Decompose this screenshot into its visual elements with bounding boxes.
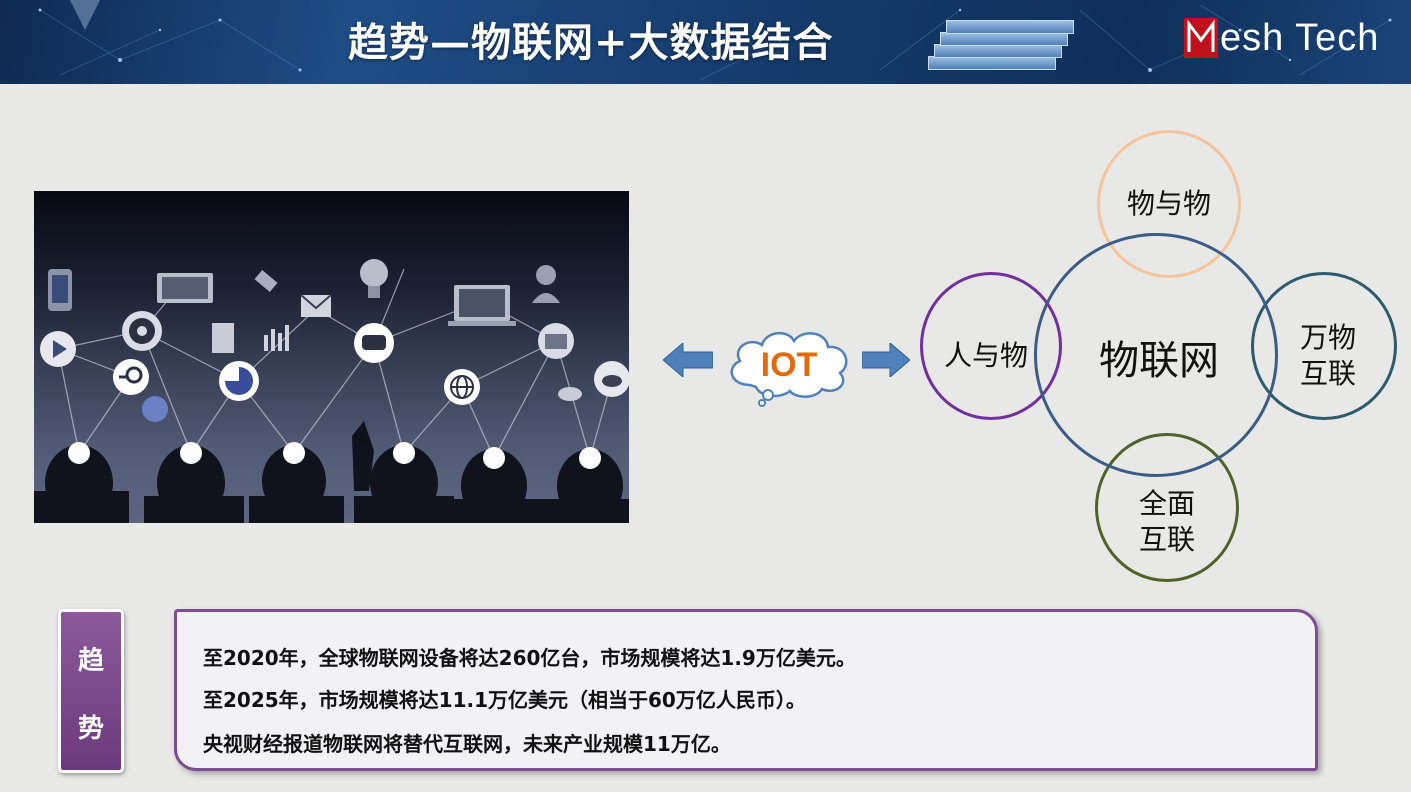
header-banner: 趋势—物联网+大数据结合 esh Tech <box>0 0 1411 84</box>
venn-label-left: 人与物 <box>943 339 1028 372</box>
iot-network-photo <box>34 191 629 523</box>
play-icon <box>40 331 76 367</box>
logo-mark-icon <box>1184 18 1218 58</box>
trend-line: 至2025年，市场规模将达11.1万亿美元（相当于60万亿人民币）。 <box>203 688 806 712</box>
trend-badge-char: 趋 <box>77 646 104 676</box>
globe-icon <box>444 369 480 405</box>
company-logo: esh Tech <box>1184 14 1379 62</box>
chart-icon <box>212 323 289 353</box>
venn-label-right-line2: 互联 <box>1299 357 1356 390</box>
trend-line: 至2020年，全球物联网设备将达260亿台，市场规模将达1.9万亿美元。 <box>203 646 856 670</box>
trend-text-box: 至2020年，全球物联网设备将达260亿台，市场规模将达1.9万亿美元。 至20… <box>174 609 1318 771</box>
gear-icon <box>122 311 162 351</box>
pie-chart-icon <box>219 361 259 401</box>
arrow-right-icon <box>862 343 910 377</box>
venn-label-bottom-line2: 互联 <box>1138 523 1195 556</box>
venn-label-bottom: 全面 互联 <box>1095 486 1239 558</box>
trend-badge-char: 势 <box>77 714 104 744</box>
cloud-icon <box>558 361 629 401</box>
venn-circle-center <box>1034 233 1278 477</box>
venn-label-top: 物与物 <box>1126 187 1211 220</box>
venn-label-right: 万物 互联 <box>1251 320 1405 392</box>
page-title: 趋势—物联网+大数据结合 <box>348 19 834 66</box>
trend-line: 央视财经报道物联网将替代互联网，未来产业规模11万亿。 <box>203 732 731 756</box>
lightbulb-icon <box>360 259 388 298</box>
satellite-icon <box>254 269 278 293</box>
cloud-icon <box>730 332 848 407</box>
trend-badge: 趋 势 <box>58 609 124 773</box>
venn-label-bottom-line1: 全面 <box>1138 487 1195 520</box>
decorative-bars <box>928 16 1074 78</box>
chat-icon <box>142 323 394 422</box>
venn-label-right-line1: 万物 <box>1299 321 1356 354</box>
arrow-left-icon <box>663 343 713 377</box>
phone-icon <box>48 269 72 311</box>
iot-label: IOT <box>760 346 818 384</box>
monitor-icon <box>157 273 213 303</box>
person-icon <box>532 265 560 303</box>
logo-text: esh Tech <box>1220 17 1380 59</box>
search-icon <box>113 359 149 395</box>
venn-label-center: 物联网 <box>1099 338 1219 384</box>
monitor-icon <box>448 285 516 326</box>
mail-icon <box>300 294 574 359</box>
